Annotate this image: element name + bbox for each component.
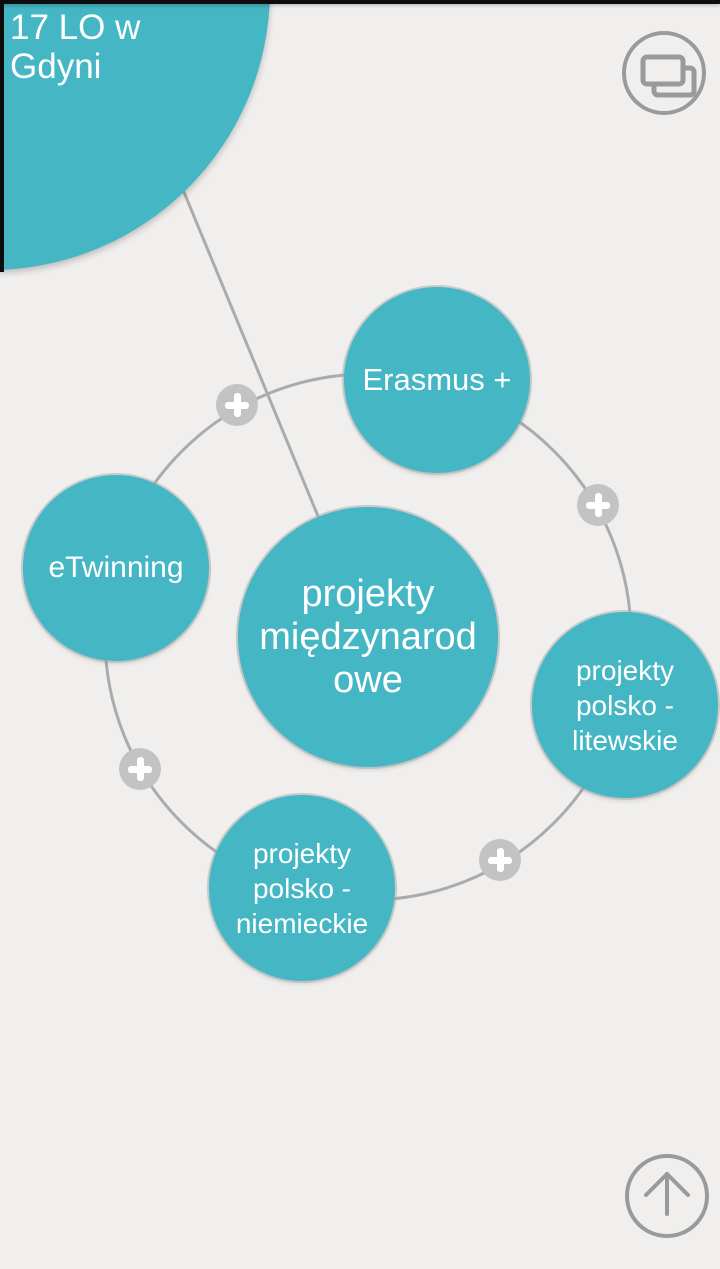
node-label-line: projekty <box>575 654 675 686</box>
node-etwinning[interactable]: eTwinning <box>23 475 209 661</box>
add-node-button[interactable] <box>577 484 619 526</box>
node-polsko-niemieckie[interactable]: projekty polsko - niemieckie <box>209 795 395 981</box>
edge-bar <box>0 0 4 272</box>
add-node-button[interactable] <box>479 839 521 881</box>
arrow-up-icon <box>625 1154 709 1238</box>
overview-button[interactable] <box>620 29 708 117</box>
node-erasmus[interactable]: Erasmus + <box>344 287 530 473</box>
node-label-line: niemieckie <box>235 907 369 939</box>
node-label-line: projekty <box>301 572 435 615</box>
add-node-button[interactable] <box>216 384 258 426</box>
node-polsko-litewskie[interactable]: projekty polsko - litewskie <box>532 612 718 798</box>
node-label-line: międzynarod <box>259 615 477 658</box>
plus-icon <box>594 493 602 517</box>
plus-icon <box>233 393 241 417</box>
root-label: 17 LO w Gdyni <box>10 8 140 86</box>
root-label-line: 17 LO w <box>10 8 141 47</box>
root-label-line: Gdyni <box>10 47 102 86</box>
slides-overview-icon <box>622 31 706 115</box>
add-node-button[interactable] <box>119 748 161 790</box>
scroll-top-button[interactable] <box>623 1152 711 1240</box>
node-label-line: litewskie <box>572 724 678 756</box>
node-label-line: polsko - <box>252 872 352 904</box>
node-label-line: eTwinning <box>48 551 184 584</box>
node-label-line: polsko - <box>575 689 675 721</box>
node-central-topic[interactable]: projekty międzynarod owe <box>238 507 498 767</box>
node-label-line: owe <box>333 658 403 701</box>
node-label-line: projekty <box>252 837 352 869</box>
plus-icon <box>136 757 144 781</box>
plus-icon <box>496 848 504 872</box>
status-bar <box>0 0 720 4</box>
node-label-line: Erasmus + <box>362 362 512 397</box>
